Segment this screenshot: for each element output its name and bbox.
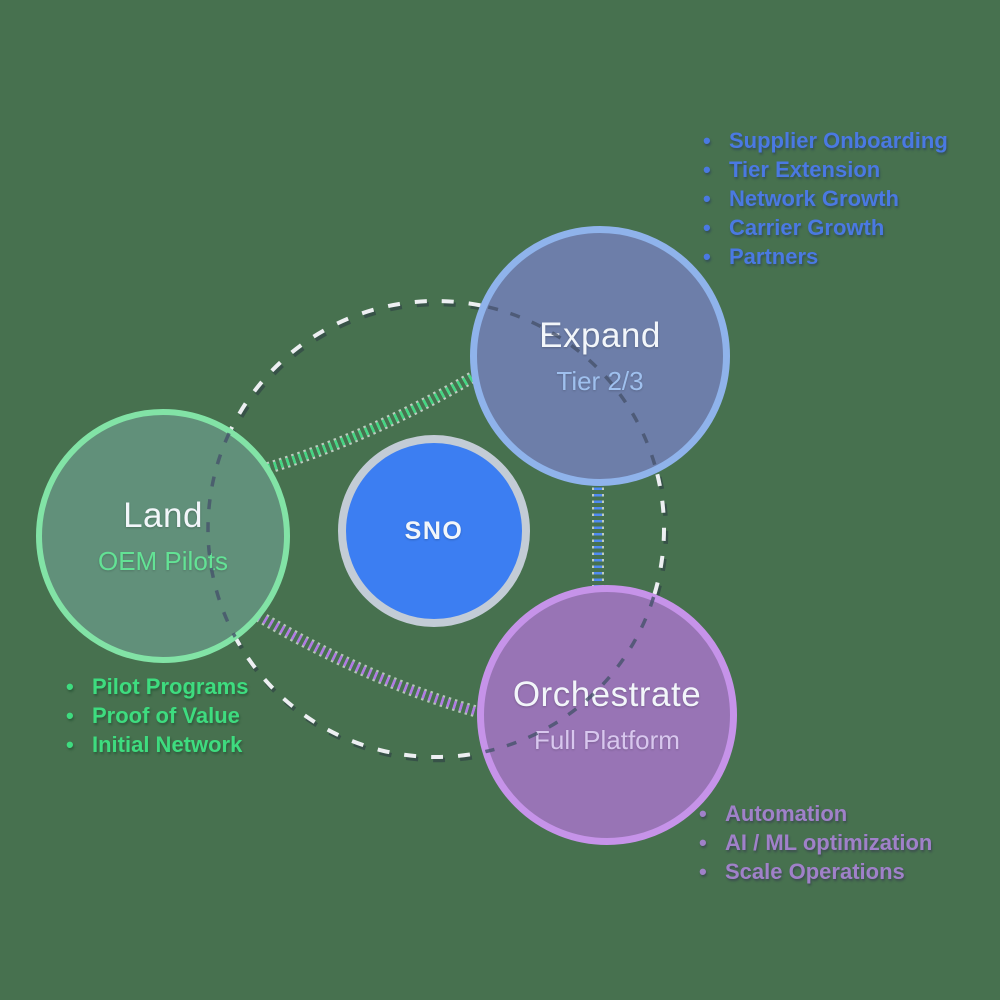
bullet-icon: • (703, 157, 711, 182)
list-item-label: AI / ML optimization (725, 830, 933, 855)
list-item: • Tier Extension (703, 155, 948, 184)
node-sno-label: SNO (404, 516, 464, 545)
node-land-subtitle: OEM Pilots (97, 545, 229, 576)
list-item-label: Proof of Value (92, 703, 240, 728)
list-item: • Proof of Value (66, 701, 248, 730)
bullet-icon: • (703, 128, 711, 153)
list-item: • Initial Network (66, 730, 248, 759)
bullet-icon: • (66, 703, 74, 728)
node-expand-subtitle: Tier 2/3 (556, 365, 644, 396)
node-sno-center: SNO (338, 435, 530, 627)
bullet-icon: • (66, 674, 74, 699)
list-item-label: Supplier Onboarding (729, 128, 948, 153)
bullet-icon: • (703, 244, 711, 269)
bullet-icon: • (66, 732, 74, 757)
bullet-icon: • (699, 859, 707, 884)
node-orchestrate-subtitle: Full Platform (534, 724, 680, 755)
list-item-label: Network Growth (729, 186, 899, 211)
list-item: • Supplier Onboarding (703, 126, 948, 155)
list-item: • Carrier Growth (703, 213, 948, 242)
bullet-icon: • (703, 215, 711, 240)
node-land-title: Land (123, 495, 203, 535)
list-item-label: Carrier Growth (729, 215, 885, 240)
list-item-label: Partners (729, 244, 819, 269)
land-bullet-list: • Pilot Programs • Proof of Value • Init… (66, 672, 248, 759)
list-item: • Partners (703, 242, 948, 271)
list-item-label: Pilot Programs (92, 674, 249, 699)
node-orchestrate-title: Orchestrate (512, 674, 702, 714)
list-item-label: Tier Extension (729, 157, 881, 182)
list-item: • Pilot Programs (66, 672, 248, 701)
bullet-icon: • (699, 830, 707, 855)
orchestrate-bullet-list: • Automation • AI / ML optimization • Sc… (699, 799, 932, 886)
list-item: • Scale Operations (699, 857, 932, 886)
node-expand-title: Expand (539, 315, 661, 355)
list-item-label: Initial Network (92, 732, 243, 757)
node-expand: Expand Tier 2/3 (470, 226, 730, 486)
list-item: • Network Growth (703, 184, 948, 213)
bullet-icon: • (699, 801, 707, 826)
list-item: • AI / ML optimization (699, 828, 932, 857)
node-land: Land OEM Pilots (36, 409, 290, 663)
expand-bullet-list: • Supplier Onboarding • Tier Extension •… (703, 126, 948, 271)
list-item: • Automation (699, 799, 932, 828)
node-orchestrate: Orchestrate Full Platform (477, 585, 737, 845)
bullet-icon: • (703, 186, 711, 211)
list-item-label: Scale Operations (725, 859, 905, 884)
list-item-label: Automation (725, 801, 848, 826)
